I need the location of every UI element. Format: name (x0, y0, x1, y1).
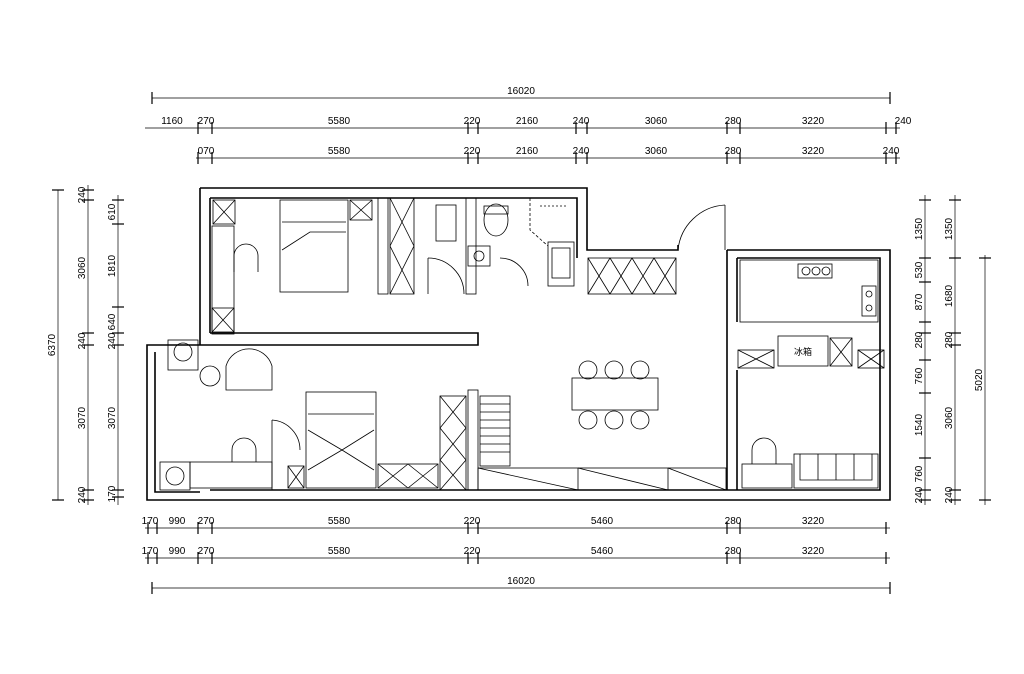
right-mid-0: 1350 (944, 217, 955, 240)
wardrobe-left (211, 225, 235, 335)
left-inner-4: 3070 (107, 406, 118, 429)
top-r1-5: 240 (573, 116, 590, 127)
bottom-cabinets (477, 467, 727, 491)
right-mid-4: 240 (944, 486, 955, 503)
bot-r1-5: 5460 (591, 516, 614, 527)
bot-r2-5: 5460 (591, 546, 614, 557)
second-bedroom (189, 348, 511, 491)
right-mid-1: 1680 (944, 284, 955, 307)
sink (467, 245, 491, 267)
second-bed (305, 391, 377, 489)
top-dimensions: 16020 1160 270 5580 220 2160 240 3060 28… (145, 86, 912, 164)
top-r1-9: 240 (895, 116, 912, 127)
top-r1-4: 2160 (516, 116, 539, 127)
right-inner-6: 760 (914, 465, 925, 482)
washer-icon (173, 342, 193, 362)
top-r1-8: 3220 (802, 116, 825, 127)
balcony (159, 339, 199, 491)
toilet-icon (483, 203, 509, 237)
bot-r2-2: 270 (198, 546, 215, 557)
left-inner-3: 240 (107, 332, 118, 349)
bot-r2-6: 280 (725, 546, 742, 557)
left-total-dim: 6370 (47, 333, 58, 356)
master-bedroom (211, 197, 457, 335)
top-r2-0: 070 (198, 146, 215, 157)
bottom-dimensions: 170 990 270 5580 220 5460 280 3220 170 9… (142, 516, 891, 594)
top-cabinets (587, 257, 677, 295)
top-r1-2: 5580 (328, 116, 351, 127)
right-inner-7: 240 (914, 486, 925, 503)
top-r2-7: 3220 (802, 146, 825, 157)
top-r1-7: 280 (725, 116, 742, 127)
dryer-icon (165, 466, 185, 486)
top-r2-8: 240 (883, 146, 900, 157)
left-outer-2: 240 (77, 332, 88, 349)
bot-r1-0: 170 (142, 516, 159, 527)
dining-area (571, 360, 659, 430)
bot-r1-2: 270 (198, 516, 215, 527)
master-bed (279, 199, 349, 293)
right-inner-1: 530 (914, 261, 925, 278)
tall-cabinet (439, 395, 467, 491)
bottom-row1-ticks (147, 522, 887, 534)
stove-icon (797, 263, 833, 279)
walls (146, 187, 891, 501)
right-dimensions: 1350 530 870 280 760 1540 760 240 1350 1… (914, 195, 991, 505)
top-r1-1: 270 (198, 116, 215, 127)
dining-table (571, 377, 659, 411)
top-r2-3: 2160 (516, 146, 539, 157)
left-inner-0: 610 (107, 203, 118, 220)
right-mid-2: 280 (944, 331, 955, 348)
right-mid-3: 3060 (944, 406, 955, 429)
top-r1-6: 3060 (645, 116, 668, 127)
wardrobe-right (389, 197, 415, 295)
right-inner-2: 870 (914, 293, 925, 310)
bot-r2-4: 220 (464, 546, 481, 557)
desk-chair (233, 243, 259, 272)
bot-r2-3: 5580 (328, 546, 351, 557)
left-inner-1: 1810 (107, 254, 118, 277)
top-row2-ticks (197, 152, 897, 164)
fridge-label: 冰箱 (794, 346, 812, 357)
top-row1-ticks (197, 122, 897, 134)
bot-r1-1: 990 (169, 516, 186, 527)
left-inner-2: 640 (107, 313, 118, 330)
left-outer-1: 3060 (77, 256, 88, 279)
left-outer-3: 3070 (77, 406, 88, 429)
bot-r1-3: 5580 (328, 516, 351, 527)
top-r2-2: 220 (464, 146, 481, 157)
top-total-dim: 16020 (507, 86, 535, 97)
bottom-row2-ticks (147, 552, 887, 564)
bot-r1-7: 3220 (802, 516, 825, 527)
kitchen: 冰箱 (737, 259, 885, 369)
top-r2-1: 5580 (328, 146, 351, 157)
top-r2-4: 240 (573, 146, 590, 157)
bot-r2-7: 3220 (802, 546, 825, 557)
bathroom (467, 198, 575, 287)
fridge (777, 335, 829, 367)
right-inner-5: 1540 (914, 413, 925, 436)
right-inner-3: 280 (914, 331, 925, 348)
left-outer-0: 240 (77, 186, 88, 203)
bot-r1-6: 280 (725, 516, 742, 527)
bot-r2-1: 990 (169, 546, 186, 557)
left-inner-5: 170 (107, 485, 118, 502)
right-inner-0: 1350 (914, 217, 925, 240)
right-inner-4: 760 (914, 367, 925, 384)
right-total-dim: 5020 (974, 368, 985, 391)
top-r1-0: 1160 (161, 116, 183, 127)
bot-r2-0: 170 (142, 546, 159, 557)
doors (271, 204, 726, 490)
left-dimensions: 6370 240 3060 240 3070 240 610 1810 640 … (47, 185, 124, 505)
top-r2-5: 3060 (645, 146, 668, 157)
bottom-total-dim: 16020 (507, 576, 535, 587)
armchair (225, 348, 273, 391)
top-r1-3: 220 (464, 116, 481, 127)
bot-r1-4: 220 (464, 516, 481, 527)
living-room (741, 437, 879, 489)
left-outer-4: 240 (77, 486, 88, 503)
kitchen-sink (861, 285, 877, 317)
top-r2-6: 280 (725, 146, 742, 157)
